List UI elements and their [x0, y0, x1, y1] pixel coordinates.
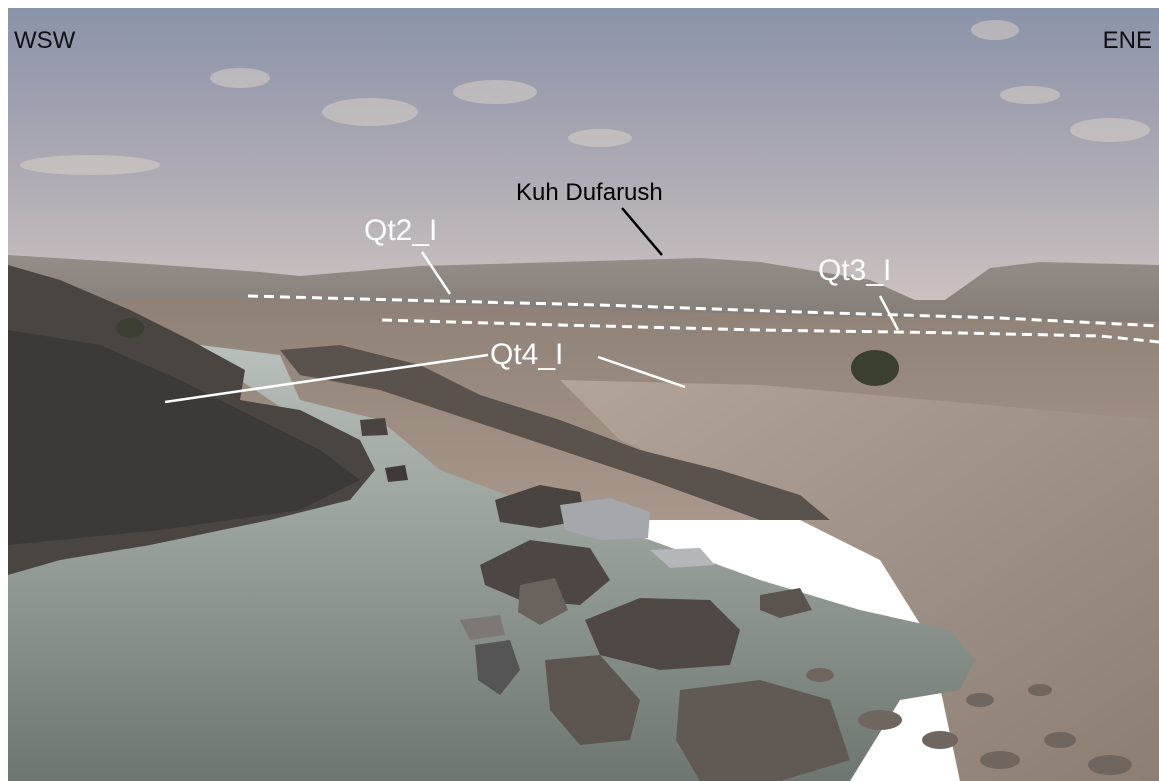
qt2-leader-line — [420, 251, 452, 295]
terrace-label-qt3: Qt3_I — [818, 254, 891, 287]
terrace-boundary-lower — [381, 318, 1159, 344]
peak-label: Kuh Dufarush — [516, 179, 663, 206]
qt4-leader-line-left — [164, 353, 489, 404]
gravel-bank — [560, 380, 1159, 781]
qt4-leader-line-right — [597, 355, 686, 389]
terrace-label-qt4: Qt4_I — [490, 338, 563, 371]
terrace-boundary-upper — [247, 294, 1159, 328]
sky — [8, 8, 1159, 308]
river-rocks — [360, 418, 850, 781]
terrace-label-qt2: Qt2_I — [364, 214, 437, 247]
clouds — [20, 20, 1150, 175]
shrub — [851, 350, 899, 386]
peak-leader-line — [621, 207, 663, 256]
direction-left: WSW — [14, 27, 76, 54]
foreground-pebbles — [806, 668, 1132, 775]
direction-right: ENE — [1103, 27, 1152, 54]
mid-outcrop — [280, 345, 830, 520]
qt3-leader-line — [878, 295, 900, 331]
